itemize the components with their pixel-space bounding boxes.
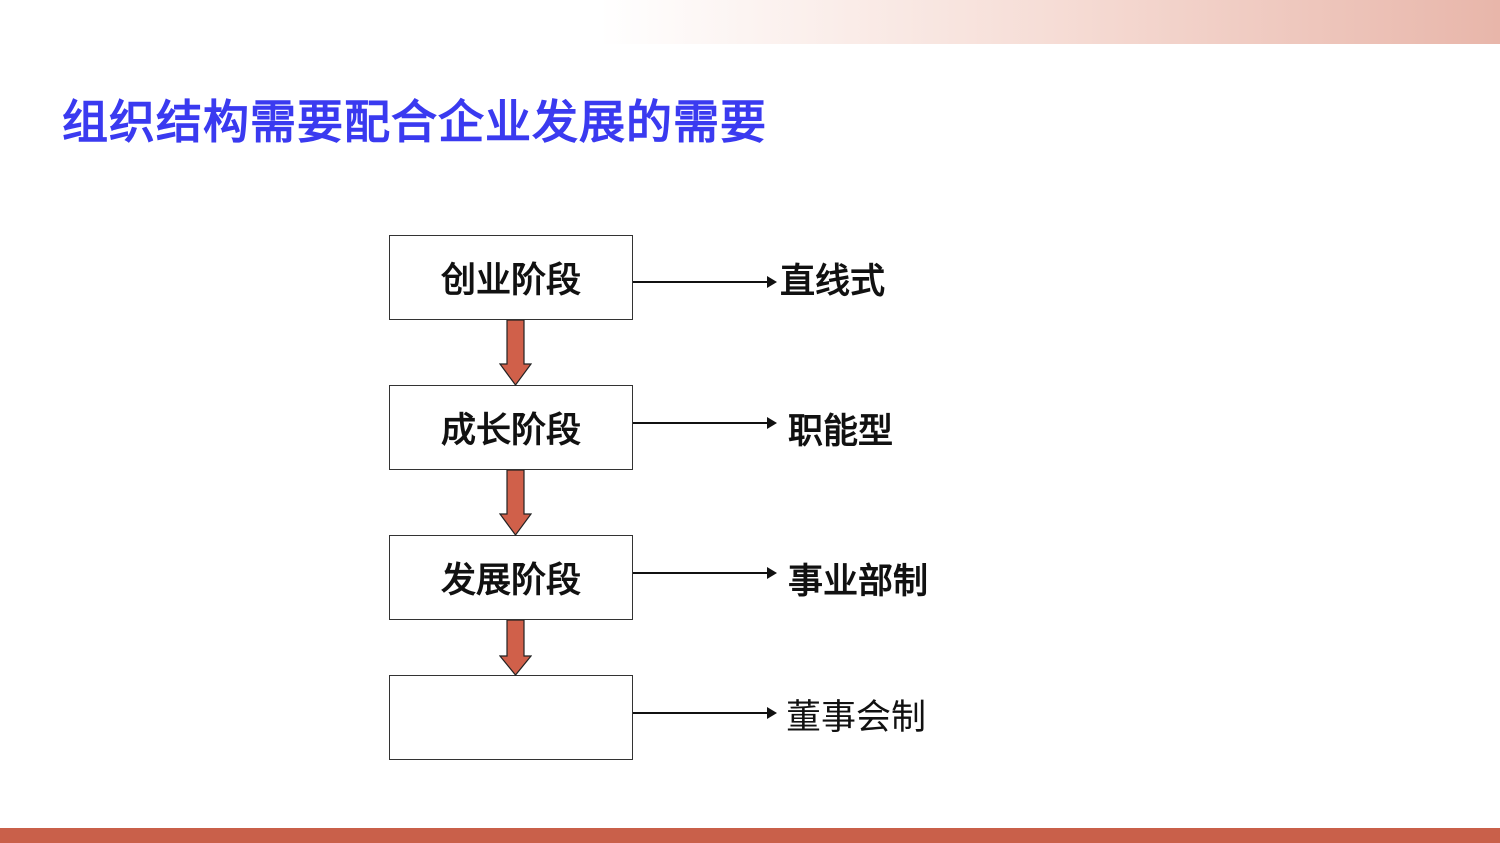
- down-arrow-icon: [499, 470, 532, 536]
- stage-box-startup: 创业阶段: [389, 235, 633, 320]
- header-band: [0, 0, 1500, 44]
- stage-box-development: 发展阶段: [389, 535, 633, 620]
- right-arrow-icon: [633, 276, 777, 288]
- right-arrow-icon: [633, 707, 777, 719]
- slide-title: 组织结构需要配合企业发展的需要: [62, 95, 767, 149]
- structure-label-divisional: 事业部制: [788, 562, 929, 602]
- down-arrow-icon: [499, 620, 532, 676]
- down-arrow-icon: [499, 320, 532, 386]
- structure-label-functional: 职能型: [788, 412, 894, 452]
- right-arrow-icon: [633, 567, 777, 579]
- structure-label-line: 直线式: [780, 262, 886, 302]
- footer-band: [0, 828, 1500, 843]
- right-arrow-icon: [633, 417, 777, 429]
- stage-box-growth: 成长阶段: [389, 385, 633, 470]
- structure-label-board: 董事会制: [786, 698, 927, 738]
- stage-box-fourth: [389, 675, 633, 760]
